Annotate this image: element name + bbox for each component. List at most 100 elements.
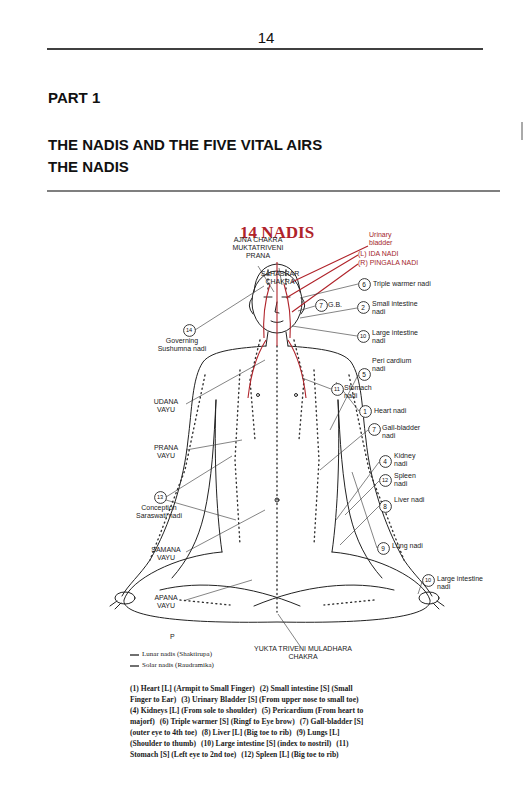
circle-shape bbox=[379, 455, 391, 467]
callout-number: 4 bbox=[379, 455, 392, 468]
red-nadi bbox=[264, 284, 291, 338]
key-list: (1) Heart [L] (Armpit to Small Finger) (… bbox=[130, 683, 368, 760]
callout-number: 13 bbox=[154, 491, 167, 504]
left-arm-outline bbox=[122, 346, 266, 596]
circle-shape bbox=[357, 301, 369, 313]
callout-circle: 10 bbox=[357, 330, 370, 343]
callout-circle: 1 bbox=[359, 405, 372, 418]
chakra-label: AJNA CHAKRA MUKTATRIVENI PRANA bbox=[226, 236, 290, 260]
callout-circle: 2 bbox=[357, 301, 370, 314]
nadi-label: Governing Sushumna nadi bbox=[150, 337, 214, 353]
figure-letter: P bbox=[170, 633, 180, 641]
nipple bbox=[295, 394, 298, 397]
vayu-label: PRANA VAYU bbox=[146, 444, 186, 460]
nadi-label: Large intestine nadi bbox=[372, 329, 422, 345]
vayu-label: UDANA VAYU bbox=[146, 398, 186, 414]
margin-mark bbox=[522, 122, 523, 140]
circle-shape bbox=[315, 299, 327, 311]
callout-number: 7 bbox=[315, 299, 328, 312]
callout-circle: 13 bbox=[154, 491, 167, 504]
rule-line bbox=[47, 48, 483, 49]
callout-number: 14 bbox=[183, 324, 196, 337]
callout-number: 9 bbox=[377, 542, 390, 555]
circle-shape bbox=[358, 368, 370, 380]
nadi-label: Spleen nadi bbox=[394, 472, 430, 488]
nipple bbox=[257, 394, 260, 397]
leader-line bbox=[336, 462, 422, 594]
callout-circle: 10 bbox=[422, 574, 435, 587]
callout-circle: 8 bbox=[379, 500, 392, 513]
nadi-path bbox=[180, 600, 374, 605]
leader-lines bbox=[166, 266, 422, 646]
section-heading: THE NADIS AND THE FIVE VITAL AIRS bbox=[48, 136, 322, 154]
callout-number: 1 bbox=[359, 405, 372, 418]
callout-number: 2 bbox=[357, 301, 370, 314]
nadi-label: Conception Saraswati nadi bbox=[128, 504, 190, 520]
callout-circle: 14 bbox=[183, 324, 196, 337]
nadi-path bbox=[235, 370, 319, 545]
nadi-label: (R) PINGALA NADI bbox=[358, 259, 438, 267]
callout-number: 10 bbox=[357, 330, 370, 343]
callout-circle: 6 bbox=[358, 278, 371, 291]
right-arm-inner bbox=[338, 400, 382, 578]
nadi-label: Heart nadi bbox=[374, 407, 434, 415]
callout-number: 8 bbox=[379, 500, 392, 513]
nadi-label: Kidney nadi bbox=[394, 452, 430, 468]
nadi-label: G.B. bbox=[328, 301, 350, 309]
leader-line bbox=[186, 510, 300, 646]
callout-number: 6 bbox=[358, 278, 371, 291]
callout-circle: 12 bbox=[379, 474, 392, 487]
legend: Lunar nadis (Shaktirupa)Solar nadis (Rau… bbox=[130, 649, 214, 671]
legend-line bbox=[130, 665, 139, 666]
callout-circle: 7 bbox=[315, 299, 328, 312]
circle-shape bbox=[358, 278, 370, 290]
red-nadis bbox=[248, 246, 368, 398]
callout-number: 7 bbox=[368, 423, 381, 436]
key-list-item: (10) Large intestine [S] (index to nostr… bbox=[201, 739, 331, 748]
key-list-item: (4) Kidneys [L] (From sole to shoulder) bbox=[130, 706, 257, 715]
right-arm-outline bbox=[288, 346, 432, 596]
legend-row: Lunar nadis (Shaktirupa) bbox=[130, 649, 214, 660]
callout-circle: 4 bbox=[379, 455, 392, 468]
callout-number: 5 bbox=[358, 368, 371, 381]
callout-number: 11 bbox=[331, 383, 344, 396]
left-torso bbox=[215, 400, 222, 552]
key-list-item: (6) Triple warmer [S] (Ringf to Eye brow… bbox=[160, 717, 295, 726]
key-list-item: (3) Urinary Bladder [S] (From upper nose… bbox=[181, 695, 358, 704]
circle-shape bbox=[154, 491, 166, 503]
legend-line bbox=[130, 654, 139, 655]
nadi-label: Urinary bladder bbox=[369, 231, 409, 247]
left-hand bbox=[115, 592, 135, 604]
nadi-label: Small intestine nadi bbox=[372, 300, 422, 316]
callout-circle: 9 bbox=[377, 542, 390, 555]
part-heading: PART 1 bbox=[48, 89, 100, 107]
legend-text: Lunar nadis (Shaktirupa) bbox=[142, 649, 212, 660]
nadi-label: Stomach nadi bbox=[344, 384, 384, 400]
key-list-item: (1) Heart [L] (Armpit to Small Finger) bbox=[130, 684, 255, 693]
chakra-label: YUKTA TRIVENI MULADHARA CHAKRA bbox=[248, 645, 358, 661]
key-list-item: (8) Liver [L] (Big toe to rib) bbox=[202, 728, 292, 737]
nadi-label: Lung nadi bbox=[392, 542, 432, 550]
leader-line bbox=[166, 286, 265, 520]
vayu-label: SAMANA VAYU bbox=[146, 546, 186, 562]
callout-number: 10 bbox=[422, 574, 435, 587]
nadi-label: Liver nadi bbox=[394, 496, 430, 504]
nadi-label: Peri cardium nadi bbox=[372, 357, 422, 373]
circle-shape bbox=[331, 383, 343, 395]
circle-shape bbox=[422, 574, 434, 586]
callout-number: 12 bbox=[379, 474, 392, 487]
circle-shape bbox=[357, 330, 369, 342]
circle-shape bbox=[377, 542, 389, 554]
right-hand bbox=[419, 592, 439, 604]
legend-swatch bbox=[130, 664, 139, 668]
nadi-label: Triple warmer nadi bbox=[373, 280, 453, 288]
circle-shape bbox=[379, 500, 391, 512]
nadi-path bbox=[276, 346, 277, 612]
key-list-item: (12) Spleen [L] (Big toe to rib) bbox=[241, 750, 338, 759]
callout-circle: 5 bbox=[358, 368, 371, 381]
section-heading: THE NADIS bbox=[48, 158, 129, 176]
red-nadi bbox=[248, 340, 306, 398]
callout-circle: 7 bbox=[368, 423, 381, 436]
